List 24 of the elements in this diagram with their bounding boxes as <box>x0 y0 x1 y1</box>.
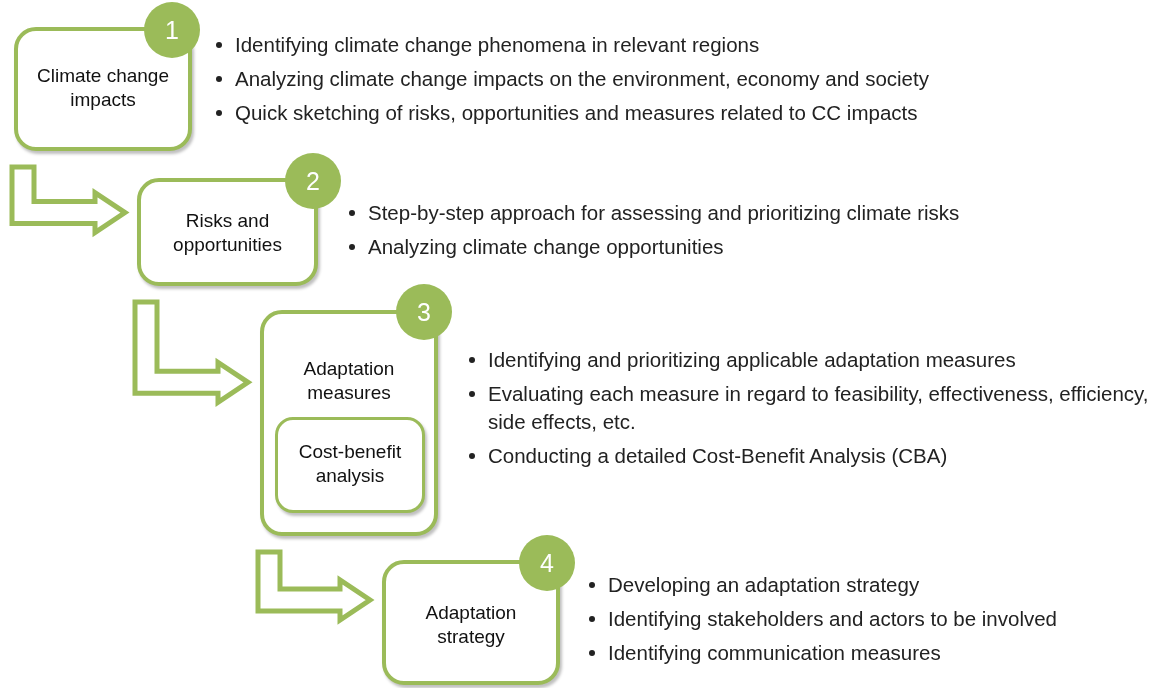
bullet-text: Quick sketching of risks, opportunities and measures related to CC impacts <box>235 101 918 124</box>
bullet-text: Analyzing climate change opportunities <box>368 235 724 258</box>
hollow-bent-arrow <box>132 299 253 407</box>
step-number-badge: 1 <box>144 2 200 58</box>
step-title: Adaptation strategy <box>424 601 518 649</box>
bullet-text: Analyzing climate change impacts on the environment, economy and society <box>235 67 929 90</box>
sub-step-box <box>275 417 425 513</box>
bullet-text: Evaluating each measure in regard to feasibility, effectiveness, efficiency, side effects, etc. <box>488 382 1149 433</box>
bullet-text: Identifying and prioritizing applicable adaptation measures <box>488 348 1016 371</box>
hollow-bent-arrow <box>255 549 375 625</box>
step-title: Adaptation measures <box>302 357 396 405</box>
bullet-text: Conducting a detailed Cost-Benefit Analysis (CBA) <box>488 444 948 467</box>
bullet-text: Identifying climate change phenomena in relevant regions <box>235 33 760 56</box>
hollow-bent-arrow <box>9 164 130 238</box>
step-number-badge: 3 <box>396 284 452 340</box>
step-number-badge: 4 <box>519 535 575 591</box>
bullet-text: Identifying stakeholders and actors to be involved <box>608 607 1057 630</box>
bullet-text: Developing an adaptation strategy <box>608 573 920 596</box>
step-title: Climate change impacts <box>36 64 170 112</box>
bullet-text: Identifying communication measures <box>608 641 941 664</box>
step-title: Risks and opportunities <box>172 209 283 257</box>
bullet-text: Step-by-step approach for assessing and prioritizing climate risks <box>368 201 960 224</box>
step-number-badge: 2 <box>285 153 341 209</box>
step-title: Cost-benefit analysis <box>297 440 403 488</box>
